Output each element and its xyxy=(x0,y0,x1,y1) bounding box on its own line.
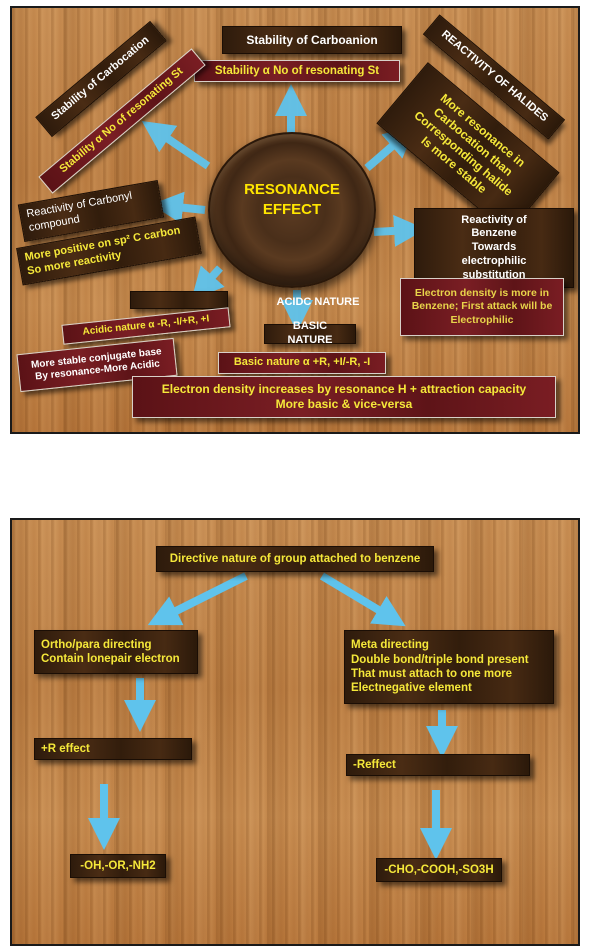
arrow-to-carbonyl xyxy=(151,191,206,224)
benzene-title-box: Reactivity of Benzene Towards electrophi… xyxy=(414,208,574,288)
plus-r-effect-box: +R effect xyxy=(34,738,192,760)
basic-rule-box: Basic nature α +R, +I/-R, -I xyxy=(218,352,386,374)
meta-directing-box: Meta directing Double bond/triple bond p… xyxy=(344,630,554,704)
ortho-examples-box: -OH,-OR,-NH2 xyxy=(70,854,166,878)
basic-label-box: BASIC NATURE xyxy=(264,320,356,346)
arrow-layer-2 xyxy=(88,572,458,860)
arrow-to-carbocation xyxy=(141,121,211,170)
center-title-line2: EFFECT xyxy=(262,201,322,218)
directive-nature-panel: Directive nature of group attached to be… xyxy=(10,518,580,946)
arrow-to-benzene xyxy=(373,214,426,247)
minus-r-effect-box: -Reffect xyxy=(346,754,530,776)
directive-root-box: Directive nature of group attached to be… xyxy=(156,546,434,572)
carbanion-title-box: Stability of Carboanion xyxy=(222,26,402,54)
basic-body-box: Electron density increases by resonance … xyxy=(132,376,556,418)
resonance-effect-panel: RESONANCE EFFECT Stability of Carboanion… xyxy=(10,6,580,434)
arrow-layer xyxy=(141,84,426,332)
arrow-to-acidic xyxy=(191,265,225,300)
meta-examples-box: -CHO,-COOH,-SO3H xyxy=(376,858,502,882)
carbanion-rule-box: Stability α No of resonating St xyxy=(194,60,400,82)
center-title-line1: RESONANCE xyxy=(244,181,340,198)
benzene-body-box: Electron density is more in Benzene; Fir… xyxy=(400,278,564,336)
acidic-label: ACIDC NATURE xyxy=(276,296,360,309)
ortho-para-box: Ortho/para directing Contain lonepair el… xyxy=(34,630,198,674)
acidic-label-box xyxy=(130,291,228,309)
arrow-root-to-ortho xyxy=(147,572,248,626)
resonance-effect-disc: RESONANCE EFFECT xyxy=(208,132,376,288)
arrow-root-to-meta xyxy=(319,572,406,627)
